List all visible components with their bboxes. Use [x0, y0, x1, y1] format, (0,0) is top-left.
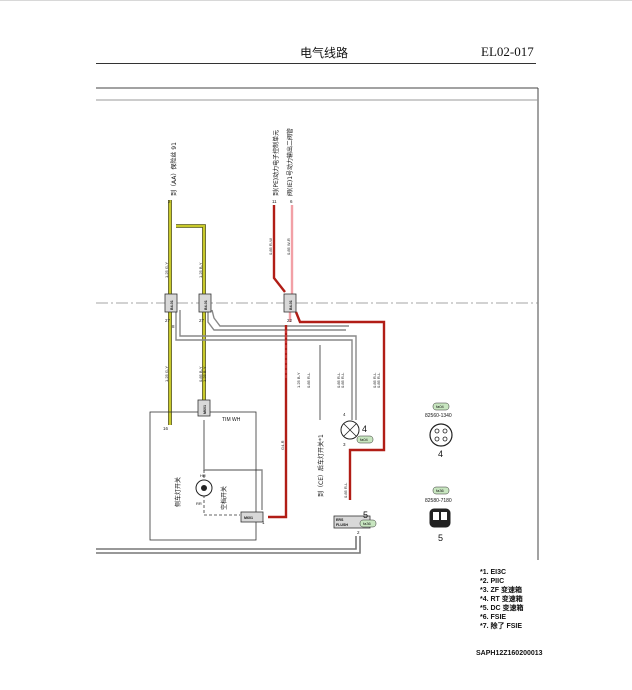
wire-label-2: 1.25 B-Y	[198, 262, 203, 278]
yellow-wire-left	[168, 200, 206, 425]
component-4-number: 4	[362, 424, 367, 434]
label-to-ce: 到（CE）后车灯开关*1	[317, 434, 325, 497]
connector-c4	[197, 399, 211, 417]
wire-label-5: 1.25 G-Y	[164, 366, 169, 382]
wire-label-11: 0.85 R-L	[340, 372, 345, 388]
tag-text-part5: fa36	[436, 488, 445, 493]
component-switch	[195, 479, 213, 497]
part-4-connector-drawing	[429, 423, 453, 447]
header-rule	[96, 63, 536, 64]
legend-item: *2. PIIC	[480, 578, 505, 585]
pin-label-1: 1	[262, 520, 265, 525]
wire-label-8: 1.25 B-Y	[296, 372, 301, 388]
wire-label-15: 0.85 R-L	[343, 482, 348, 498]
label-side-lamp-switch: 侧车灯开关	[174, 477, 182, 507]
label-to-aa: 到（AA）保险丝 91	[170, 142, 178, 196]
pin-label-4: 4	[343, 412, 346, 417]
legend-item: *7. 除了 FSIE	[480, 623, 523, 630]
wire-label-10: 0.85 R-L	[336, 372, 341, 388]
label-to-pe: 到(PE)动力电子控制单元	[272, 130, 280, 196]
page-title: 电气线路	[300, 46, 349, 60]
wire-label-9: 0.85 R-L	[306, 372, 311, 388]
switch-hr: HR	[200, 473, 206, 478]
connector-c2	[198, 293, 212, 313]
diagram-frame	[96, 87, 539, 560]
legend-item: *5. DC 变速箱	[480, 605, 524, 612]
legend-item: *3. ZF 变速箱	[480, 587, 523, 594]
wire-label-6: 0.85 B-Y	[198, 366, 203, 382]
part-5-connector-drawing	[429, 508, 451, 528]
conn-c3: B4-01	[289, 300, 293, 310]
pin-label-6: 6	[290, 199, 293, 204]
wire-label-14: G4-R	[280, 440, 285, 450]
pin-label-27a: 27	[165, 318, 171, 323]
wire-label-7: 1.25 B-Y	[202, 366, 207, 382]
part-5-number: 5	[438, 533, 443, 543]
pin-label-2b: 2	[357, 530, 360, 535]
wire-label-4: 0.85 W-R	[286, 238, 291, 255]
tag-badges	[356, 402, 450, 528]
page-code: EL02-017	[481, 44, 534, 59]
ground-bus	[96, 536, 361, 554]
component-4-lamp	[340, 420, 360, 440]
connector-c1	[164, 293, 178, 313]
label-ac-switch: 空档开关	[220, 486, 228, 510]
gray-wires	[175, 309, 357, 510]
wire-label-1: 1.25 G-Y	[164, 262, 169, 278]
part-4-code: 82560-1340	[425, 413, 452, 419]
connector-c3	[283, 293, 297, 313]
conn-flush: FLUSH	[336, 523, 348, 527]
wire-label-12: 0.85 R-L	[372, 372, 377, 388]
tim-label: TIM WH	[222, 417, 241, 423]
legend-item: *4. RT 变速箱	[480, 596, 523, 603]
pin-label-16: 16	[163, 426, 169, 431]
pin-label-11: 11	[272, 199, 277, 204]
component-5-number: 5	[363, 510, 368, 520]
wire-label-3: 0.85 R-W	[268, 238, 273, 255]
part-4-number: 4	[438, 449, 443, 459]
tag-text-part4: fa04	[436, 404, 445, 409]
pin-label-3: 3	[343, 442, 346, 447]
legend-item: *6. FSIE	[480, 614, 507, 621]
conn-dist: ERS	[336, 518, 344, 522]
pin-label-2: 2	[168, 199, 171, 204]
conn-c2: B4-01	[204, 300, 208, 310]
top-edge-line	[0, 0, 632, 1]
legend-item: *1. EI3C	[480, 569, 507, 576]
conn-c5: M601	[244, 516, 253, 520]
figure-code: SAPH12Z160200013	[476, 650, 543, 657]
pin-label-27b: 27	[199, 318, 205, 323]
tag-text-fa36: fa36	[363, 521, 372, 526]
conn-c1: B4-01	[170, 300, 174, 310]
footnote-legend: *1. EI3C *2. PIIC *3. ZF 变速箱 *4. RT 变速箱 …	[480, 568, 524, 631]
part-5-code: 82580-7180	[425, 498, 452, 504]
pin-label-22: 22	[287, 318, 293, 323]
wire-label-13: 0.85 R-L	[376, 372, 381, 388]
conn-c4: M601	[203, 405, 207, 414]
pin-label-8: 8	[172, 324, 175, 329]
tag-text-fa04: fa04	[360, 437, 369, 442]
label-pe-sub: 阀(IE)1号动力输出二阀管	[286, 128, 294, 196]
switch-rr: RR	[196, 501, 202, 506]
red-wires	[268, 205, 386, 519]
connector-c5	[240, 511, 264, 523]
